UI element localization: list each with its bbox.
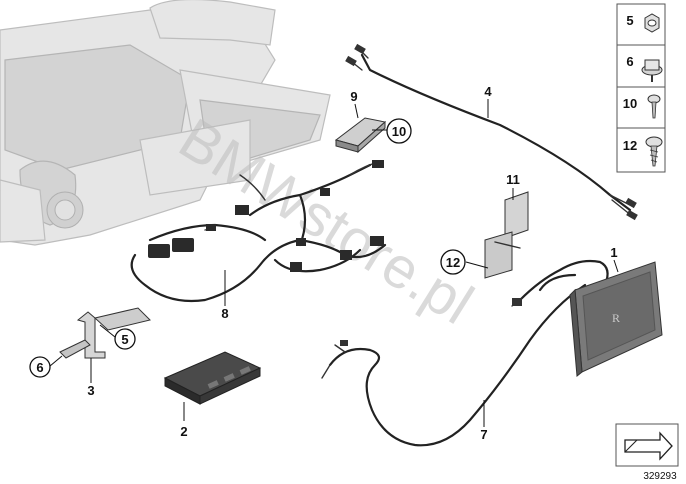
part-3-bracket <box>59 307 151 359</box>
tapping-screw-icon <box>645 136 663 167</box>
callout-11: 11 <box>506 172 520 187</box>
svg-text:6: 6 <box>36 360 43 375</box>
part-11-bracket <box>484 191 529 279</box>
svg-text:11: 11 <box>506 172 520 187</box>
svg-text:9: 9 <box>350 89 357 104</box>
legend-row-6: 6 <box>626 54 663 82</box>
callout-3: 3 <box>87 383 94 398</box>
svg-text:1: 1 <box>610 245 617 260</box>
legend-row-10: 10 <box>623 94 661 119</box>
legend-row-5: 5 <box>626 13 660 33</box>
screw-icon <box>647 94 661 119</box>
part-8-harness <box>130 160 387 303</box>
direction-arrow-box <box>615 423 679 467</box>
svg-text:12: 12 <box>446 255 460 270</box>
callout-9: 9 <box>350 89 357 104</box>
svg-text:7: 7 <box>480 427 487 442</box>
svg-text:10: 10 <box>392 124 406 139</box>
nut-icon <box>644 13 660 33</box>
part-7-cable <box>321 283 587 447</box>
callout-4: 4 <box>484 84 492 99</box>
svg-text:6: 6 <box>626 54 633 69</box>
seat-illustration <box>0 0 331 246</box>
fastener-legend: 5 6 10 12 <box>616 3 666 173</box>
callout-12: 12 <box>440 249 466 275</box>
legend-row-12: 12 <box>623 136 663 167</box>
leader-lines <box>49 99 619 427</box>
callout-7: 7 <box>480 427 487 442</box>
callout-10: 10 <box>386 118 412 144</box>
svg-text:10: 10 <box>623 96 637 111</box>
callout-5: 5 <box>114 328 136 350</box>
svg-text:R: R <box>612 311 620 325</box>
callout-8: 8 <box>221 306 228 321</box>
direction-arrow-icon <box>624 431 673 461</box>
part-9-module <box>334 117 387 154</box>
svg-text:3: 3 <box>87 383 94 398</box>
svg-text:5: 5 <box>121 332 128 347</box>
svg-text:2: 2 <box>180 424 187 439</box>
watermark: BMWstore.pl <box>168 106 484 337</box>
svg-text:5: 5 <box>626 13 633 28</box>
callout-2: 2 <box>180 424 187 439</box>
svg-text:4: 4 <box>484 84 492 99</box>
callout-6: 6 <box>29 356 51 378</box>
svg-text:12: 12 <box>623 138 637 153</box>
part-4-cable <box>345 43 638 221</box>
part-1-screen: R <box>511 259 663 377</box>
flange-screw-icon <box>641 59 663 82</box>
diagram-number: 329293 <box>643 471 677 482</box>
svg-text:8: 8 <box>221 306 228 321</box>
callout-1: 1 <box>610 245 617 260</box>
part-2-control-unit <box>163 351 262 405</box>
